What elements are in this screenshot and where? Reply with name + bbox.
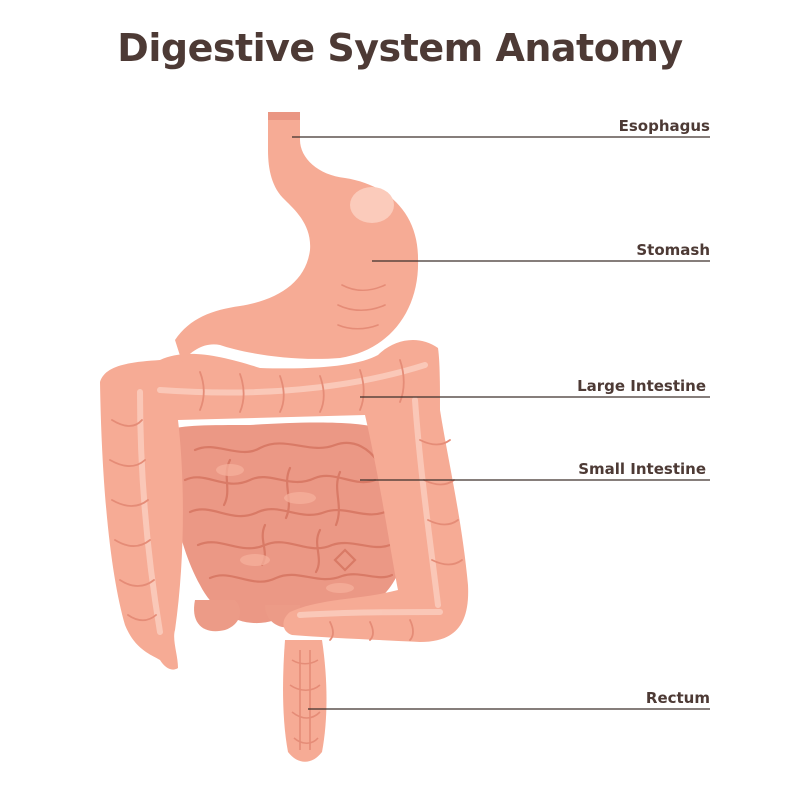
label-small-intestine-text: Small Intestine (578, 460, 706, 478)
label-rectum-text: Rectum (646, 689, 710, 707)
label-rectum: Rectum (308, 689, 710, 710)
diagram-title: Digestive System Anatomy (117, 26, 683, 70)
label-esophagus: Esophagus (292, 117, 710, 138)
large-intestine-illustration (100, 339, 469, 670)
label-small-intestine: Small Intestine (360, 460, 710, 481)
label-large-intestine-text: Large Intestine (577, 377, 706, 395)
label-stomach: Stomash (372, 241, 710, 262)
rectum-illustration (283, 640, 327, 762)
label-large-intestine: Large Intestine (360, 377, 710, 398)
label-esophagus-text: Esophagus (619, 117, 710, 135)
label-stomach-text: Stomash (636, 241, 710, 259)
small-intestine-illustration (168, 422, 405, 632)
stomach-illustration (175, 112, 419, 362)
